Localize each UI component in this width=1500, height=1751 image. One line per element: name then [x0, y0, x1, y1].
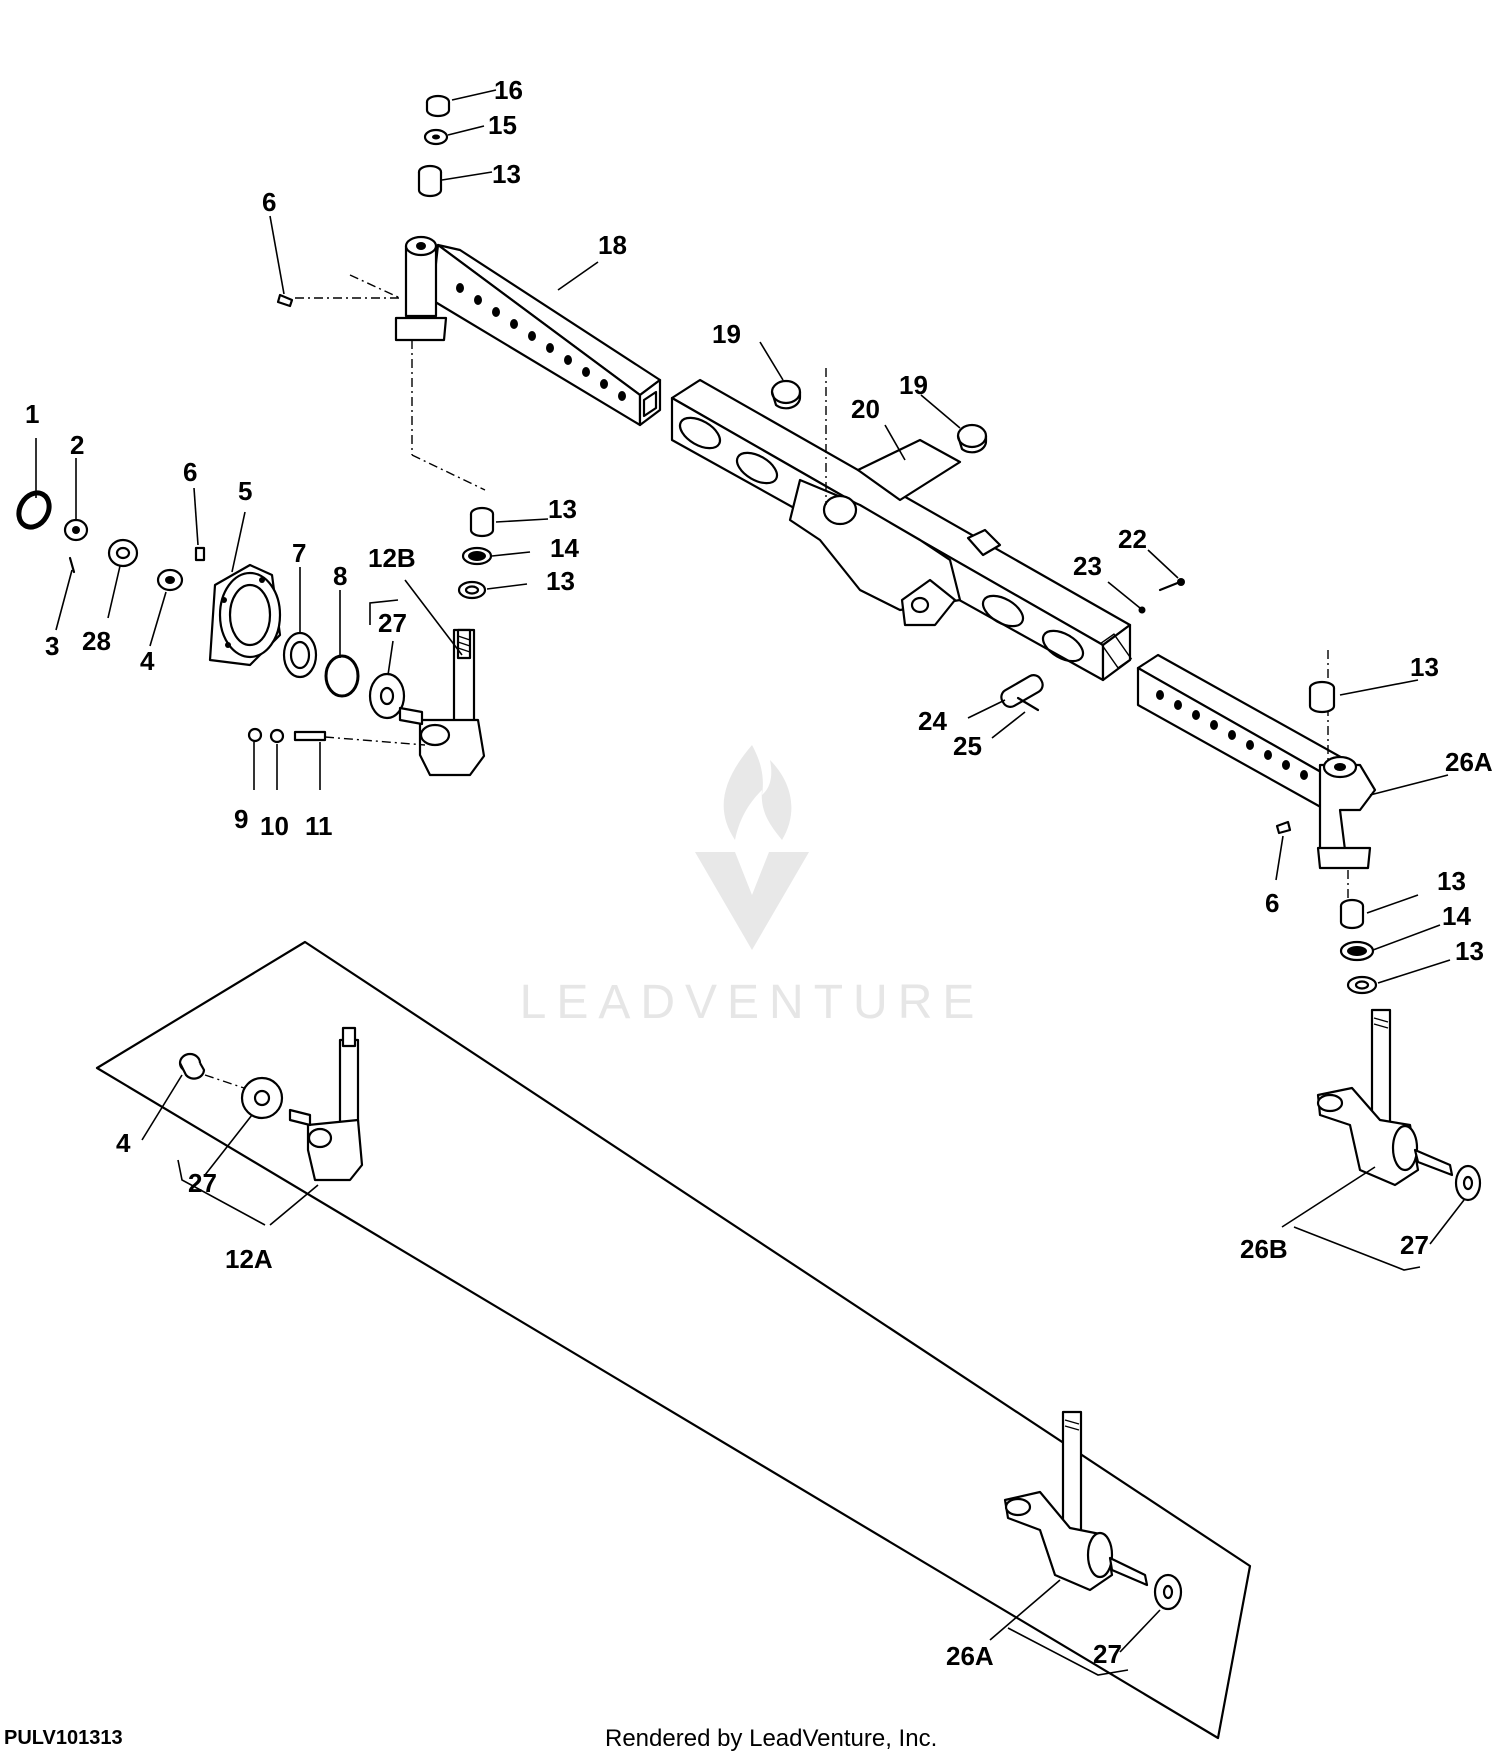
bolt-11 [293, 730, 327, 742]
cotter-pin-3 [68, 556, 76, 574]
label-19-left: 19 [712, 319, 741, 349]
bolt-21 [1158, 578, 1185, 592]
wheel-hub-5 [208, 563, 282, 667]
bushing-19-right [956, 423, 988, 454]
nut-9 [247, 727, 263, 743]
washer-17 [423, 128, 449, 146]
label-13-right: 13 [1455, 936, 1484, 966]
inset-centerline [204, 1074, 251, 1091]
label-19-right: 19 [899, 370, 928, 400]
label-15-right-upper: 13 [1410, 652, 1439, 682]
spindle-12b [398, 628, 486, 777]
axle-center-beam [670, 378, 1133, 682]
washer-10 [269, 728, 285, 744]
label-8: 8 [333, 561, 347, 591]
label-6-top: 6 [262, 187, 276, 217]
washer-27-left [368, 672, 406, 720]
label-6-right: 6 [1265, 888, 1279, 918]
bolt-centerline [324, 736, 426, 746]
setscrew-centerline-left-b [349, 274, 401, 299]
label-26b: 26B [1240, 1234, 1288, 1264]
part-labels: 16 15 13 6 18 19 19 20 1 2 6 5 7 8 12B 2… [25, 75, 1493, 1671]
label-12a: 12A [225, 1244, 273, 1274]
label-1: 1 [25, 399, 39, 429]
label-2: 2 [70, 430, 84, 460]
watermark-flame-icon [695, 745, 809, 950]
spindle-26a [1003, 1410, 1149, 1592]
setscrew-6-right [1275, 820, 1292, 835]
leader-lines [35, 89, 1465, 1676]
label-4: 4 [140, 646, 155, 676]
label-27-left: 27 [378, 608, 407, 638]
spindle-12a [288, 1026, 364, 1182]
label-12b: 12B [368, 543, 416, 573]
watermark: LEADVENTURE [520, 745, 985, 1029]
label-20: 20 [851, 394, 880, 424]
label-25: 26A [1445, 747, 1493, 777]
watermark-text: LEADVENTURE [520, 976, 985, 1029]
pin-23 [1000, 674, 1044, 708]
washer-27-inset-right [1153, 1573, 1183, 1611]
washer-28 [107, 538, 139, 568]
label-17: 15 [488, 110, 517, 140]
washer-27-right [1454, 1164, 1482, 1202]
label-15-right-lower: 13 [1437, 866, 1466, 896]
label-13-left: 13 [546, 566, 575, 596]
inset-panel-border [95, 940, 1252, 1740]
grease-fitting-6 [194, 546, 206, 562]
label-15-top: 13 [492, 159, 521, 189]
bearing-4-inset [178, 1052, 206, 1080]
nut-2 [63, 518, 89, 542]
label-28: 28 [82, 626, 111, 656]
label-10: 10 [260, 811, 289, 841]
label-3: 3 [45, 631, 59, 661]
label-5: 5 [238, 476, 252, 506]
label-27-right: 27 [1400, 1230, 1429, 1260]
label-11: 11 [305, 811, 333, 841]
label-24: 25 [953, 731, 982, 761]
label-9: 9 [234, 804, 248, 834]
seal-14-right [1339, 940, 1375, 962]
bearing-4-left [156, 568, 184, 592]
washer-13-left [457, 580, 487, 600]
label-21: 22 [1118, 524, 1147, 554]
label-14-right: 14 [1442, 901, 1471, 931]
setscrew-6-top [276, 293, 294, 308]
bushing-15-top [417, 164, 443, 198]
label-4-inset: 4 [116, 1128, 131, 1158]
left-axle-extension [394, 235, 662, 427]
footer-text: Rendered by LeadVenture, Inc. [605, 1725, 937, 1751]
image-code: PULV101313 [4, 1727, 123, 1749]
pin-24 [1016, 696, 1040, 712]
label-6-hub: 6 [183, 457, 197, 487]
bushing-15-right-upper [1308, 680, 1336, 714]
right-axle-extension [1136, 653, 1377, 870]
label-18: 16 [494, 75, 523, 105]
nut-22 [1138, 606, 1146, 614]
label-16: 18 [598, 230, 627, 260]
spindle-26b [1316, 1008, 1454, 1187]
washer-27-inset-left [240, 1076, 284, 1120]
label-27-inset-left: 27 [188, 1168, 217, 1198]
label-14-left: 14 [550, 533, 579, 563]
seal-14-left [461, 546, 493, 566]
label-27-inset-right: 27 [1093, 1639, 1122, 1669]
bushing-19-left [770, 379, 802, 410]
bushing-15-left-lower [469, 506, 495, 538]
label-7: 7 [292, 538, 306, 568]
bearing-7 [282, 631, 318, 679]
bushing-15-right-lower [1339, 898, 1365, 930]
label-22: 23 [1073, 551, 1102, 581]
retaining-ring-1 [16, 490, 52, 530]
left-kingpin-centerline-b [411, 454, 486, 491]
label-23: 24 [918, 706, 947, 736]
nut-18 [425, 94, 451, 118]
seal-8 [324, 654, 360, 698]
washer-13-right [1346, 975, 1378, 995]
label-26a: 26A [946, 1641, 994, 1671]
label-15-left: 13 [548, 494, 577, 524]
